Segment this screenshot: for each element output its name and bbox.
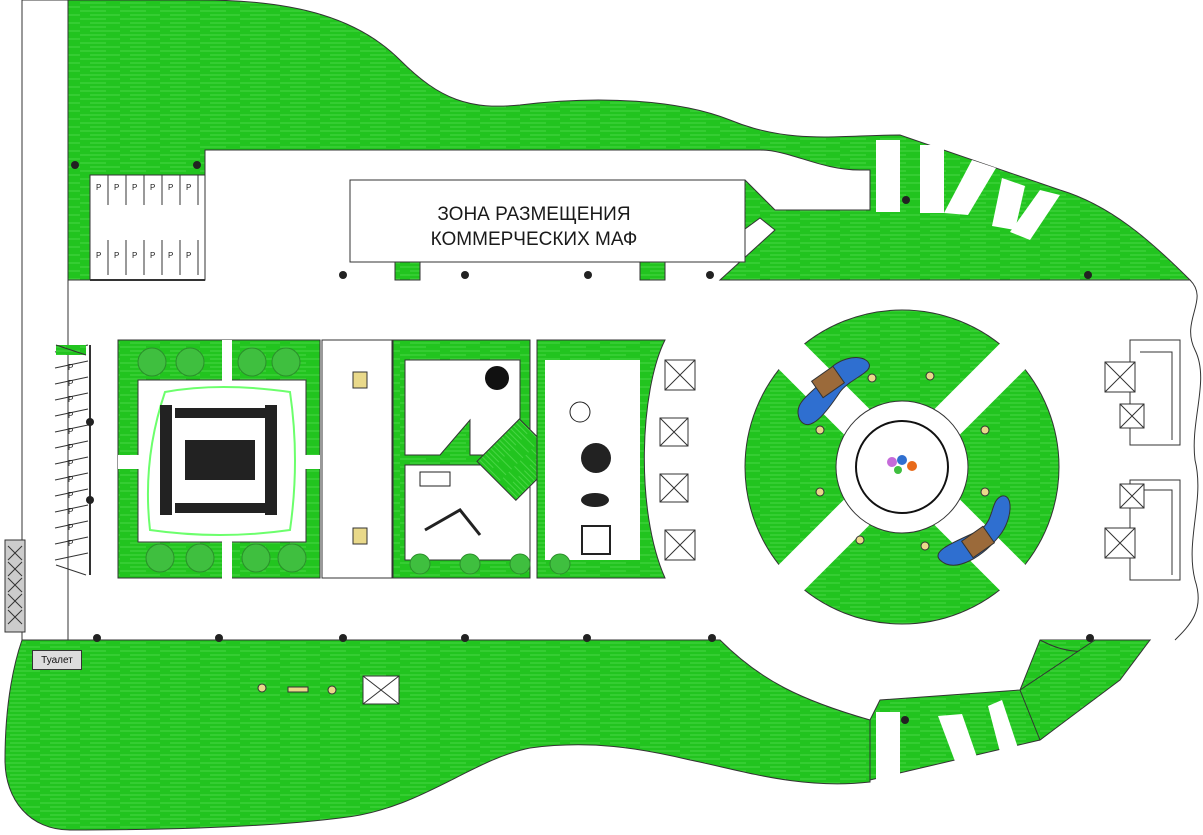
svg-text:P: P xyxy=(68,395,73,404)
tree-icon xyxy=(137,347,571,575)
gate-icon xyxy=(4,539,26,633)
pavilion-icon xyxy=(1104,339,1181,581)
playground-block-2 xyxy=(392,339,560,579)
lawn-top xyxy=(67,0,1192,281)
round-plaza xyxy=(744,309,1060,625)
svg-text:P: P xyxy=(150,183,155,192)
parking-top xyxy=(89,174,206,281)
svg-text:P: P xyxy=(168,251,173,260)
svg-text:P: P xyxy=(68,507,73,516)
bench-icon xyxy=(257,371,990,695)
left-road xyxy=(21,0,69,641)
svg-text:P: P xyxy=(68,491,73,500)
play-equipment-icon xyxy=(160,405,277,515)
svg-text:P: P xyxy=(68,475,73,484)
svg-text:P: P xyxy=(68,539,73,548)
commercial-zone-title: ЗОНА РАЗМЕЩЕНИЯ КОММЕРЧЕСКИХ МАФ xyxy=(400,202,668,252)
svg-text:P: P xyxy=(132,251,137,260)
playground-block-3 xyxy=(536,339,666,579)
fountain-icon xyxy=(887,455,917,474)
svg-text:P: P xyxy=(186,251,191,260)
svg-text:P: P xyxy=(114,183,119,192)
playground-block-1 xyxy=(117,339,321,580)
commercial-zone xyxy=(349,179,746,263)
toilet-label: Туалет xyxy=(32,650,82,670)
pond xyxy=(797,357,871,426)
svg-text:P: P xyxy=(96,183,101,192)
svg-text:P: P xyxy=(114,251,119,260)
parking-marks-top: P P P P P P P P P P P P xyxy=(96,183,191,260)
right-edge xyxy=(1174,279,1202,641)
lamp-post-icon xyxy=(71,161,1094,724)
svg-text:P: P xyxy=(68,427,73,436)
pavilion-icon xyxy=(362,359,696,705)
svg-text:P: P xyxy=(68,443,73,452)
svg-text:P: P xyxy=(168,183,173,192)
parking-left xyxy=(54,344,91,576)
svg-text:P: P xyxy=(68,411,73,420)
pond xyxy=(937,495,1011,566)
svg-text:P: P xyxy=(186,183,191,192)
svg-text:P: P xyxy=(68,379,73,388)
svg-text:P: P xyxy=(132,183,137,192)
svg-text:P: P xyxy=(96,251,101,260)
svg-text:P: P xyxy=(68,523,73,532)
commercial-zone-title-line2: КОММЕРЧЕСКИХ МАФ xyxy=(430,229,638,250)
commercial-zone-title-line1: ЗОНА РАЗМЕЩЕНИЯ xyxy=(437,204,631,225)
lawn-bottom xyxy=(4,639,1152,831)
svg-text:P: P xyxy=(150,251,155,260)
svg-text:P: P xyxy=(68,459,73,468)
svg-text:P: P xyxy=(68,363,73,372)
